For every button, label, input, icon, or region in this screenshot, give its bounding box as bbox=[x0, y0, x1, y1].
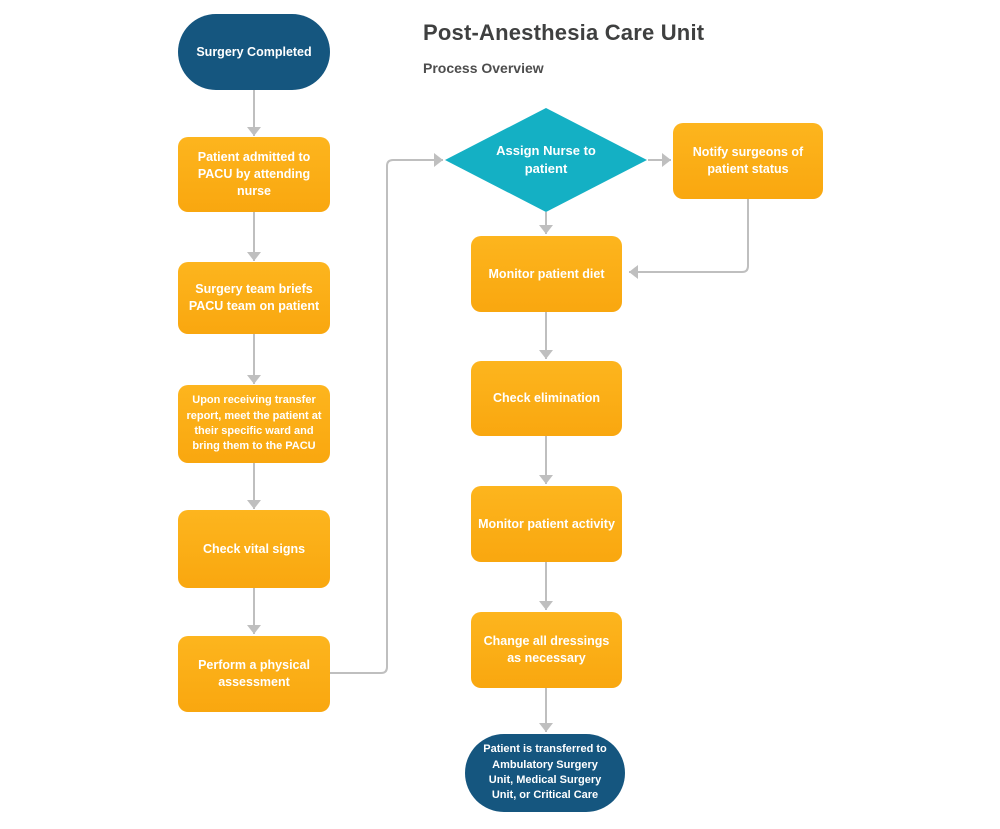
node-notify-surgeons: Notify surgeons of patient status bbox=[673, 123, 823, 199]
node-label: Patient admitted to PACU by attending nu… bbox=[197, 150, 311, 198]
node-monitor-activity: Monitor patient activity bbox=[471, 486, 622, 562]
node-label: Perform a physical assessment bbox=[198, 658, 310, 689]
node-label: Notify surgeons of patient status bbox=[692, 145, 804, 176]
node-label: Upon receiving transfer report, meet the… bbox=[186, 394, 322, 453]
node-change-dressings: Change all dressings as necessary bbox=[471, 612, 622, 688]
node-label: Surgery team briefs PACU team on patient bbox=[188, 282, 320, 313]
node-end-terminator: Patient is transferred to Ambulatory Sur… bbox=[465, 734, 625, 812]
node-monitor-diet: Monitor patient diet bbox=[471, 236, 622, 312]
node-label: Monitor patient activity bbox=[478, 516, 615, 531]
node-check-vital-signs: Check vital signs bbox=[178, 510, 330, 588]
node-label: Monitor patient diet bbox=[488, 266, 605, 281]
node-transfer-report: Upon receiving transfer report, meet the… bbox=[178, 385, 330, 463]
node-check-elimination: Check elimination bbox=[471, 361, 622, 436]
node-label: Patient is transferred to Ambulatory Sur… bbox=[483, 743, 607, 802]
page-title: Post-Anesthesia Care Unit bbox=[423, 20, 705, 45]
page-subtitle: Process Overview bbox=[423, 60, 544, 76]
diagram-header: Post-Anesthesia Care Unit Process Overvi… bbox=[423, 20, 704, 76]
node-patient-admitted: Patient admitted to PACU by attending nu… bbox=[178, 137, 330, 212]
node-label: Check elimination bbox=[493, 391, 600, 406]
node-label: Assign Nurse to patient bbox=[496, 142, 596, 176]
node-physical-assessment: Perform a physical assessment bbox=[178, 636, 330, 712]
node-start-terminator: Surgery Completed bbox=[178, 14, 330, 90]
connector-notify-diet bbox=[629, 199, 749, 279]
connector-physical-assign bbox=[330, 153, 443, 674]
node-surgery-team-briefs: Surgery team briefs PACU team on patient bbox=[178, 262, 330, 334]
node-label: Surgery Completed bbox=[196, 44, 312, 59]
node-label: Check vital signs bbox=[202, 541, 306, 556]
node-label: Change all dressings as necessary bbox=[483, 634, 610, 665]
